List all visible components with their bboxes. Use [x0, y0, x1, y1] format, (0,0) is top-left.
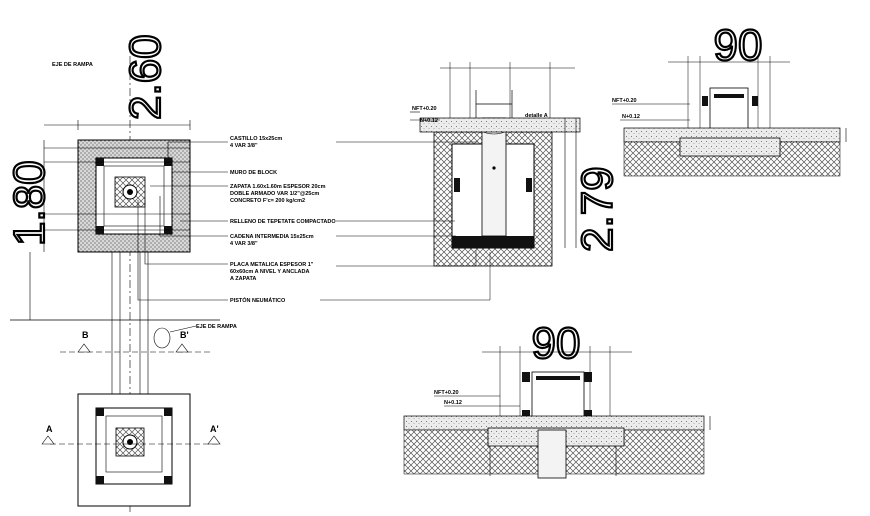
zapata-line-2: DOBLE ARMADO VAR 1/2"@25cm — [230, 191, 319, 197]
n-label-c: N+0.12 — [444, 400, 462, 406]
section-b: 90 NFT+0.20 N+0.12 — [612, 20, 847, 177]
castillo-line-1: CASTILLO 15x25cm — [230, 136, 282, 142]
n-label-a: N+0.12 — [420, 118, 438, 124]
dim-90-top: 90 — [714, 21, 763, 70]
section-c: 90 NFT+0.20 N+0.12 — [403, 318, 711, 479]
section-mark-b2: B' — [180, 330, 189, 340]
plan-view-top: EJE DE RAMPA 2.60 1.80 — [4, 33, 336, 512]
nft-label-a: NFT+0.20 — [412, 106, 437, 112]
placa-line-1: PLACA METALICA ESPESOR 1" — [230, 262, 314, 268]
n-label-b: N+0.12 — [622, 114, 640, 120]
detalle-label: detalle A — [525, 113, 548, 119]
eje-label-bottom: EJE DE RAMPA — [196, 324, 237, 330]
placa-line-2: 60x60cm A NIVEL Y ANCLADA — [230, 269, 310, 275]
section-mark-a: A — [46, 424, 53, 434]
nft-label-c: NFT+0.20 — [434, 390, 459, 396]
relleno-label: RELLENO DE TEPETATE COMPACTADO — [230, 219, 336, 225]
dim-90-mid: 90 — [532, 319, 581, 368]
plan-view-bottom: A A' — [41, 393, 221, 507]
section-mark-a2: A' — [210, 424, 219, 434]
muro-label: MURO DE BLOCK — [230, 170, 277, 176]
castillo-line-2: 4 VAR 3/8" — [230, 143, 258, 149]
dim-180: 1.80 — [5, 160, 54, 246]
section-mark-b: B — [82, 330, 89, 340]
eje-label-top: EJE DE RAMPA — [52, 62, 93, 68]
placa-line-3: A ZAPATA — [230, 276, 256, 282]
cadena-line-2: 4 VAR 3/8" — [230, 241, 258, 247]
cadena-line-1: CADENA INTERMEDIA 15x25cm — [230, 234, 314, 240]
zapata-line-1: ZAPATA 1.60x1.60m ESPESOR 20cm — [230, 184, 326, 190]
piston-label: PISTÓN NEUMÁTICO — [230, 296, 286, 304]
nft-label-b: NFT+0.20 — [612, 98, 637, 104]
section-a: NFT+0.20 N+0.12 detalle A 2.79 — [320, 62, 623, 301]
dim-260: 2.60 — [121, 34, 170, 120]
dim-279: 2.79 — [573, 166, 622, 252]
zapata-line-3: CONCRETO F'c= 200 kg/cm2 — [230, 198, 305, 204]
